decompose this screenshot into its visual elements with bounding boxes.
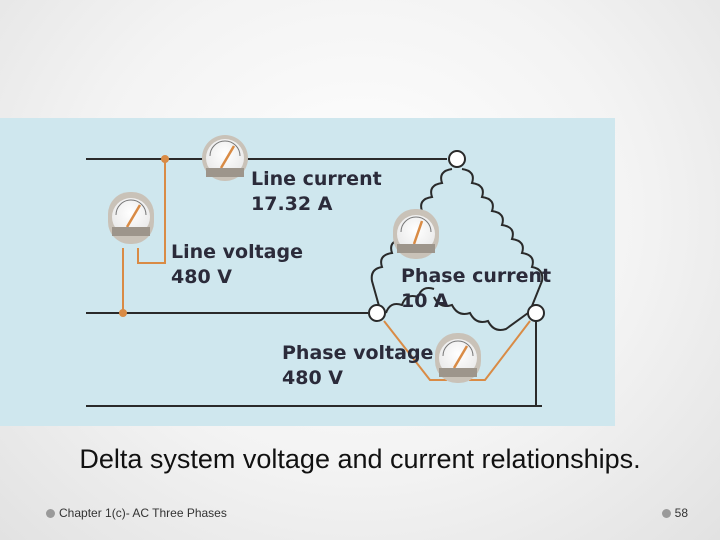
line-current-title: Line current [251, 168, 382, 190]
page-number: 58 [674, 506, 688, 520]
delta-diagram-panel: Line current 17.32 A Line voltage 480 V … [0, 118, 615, 426]
slide-caption: Delta system voltage and current relatio… [79, 444, 641, 474]
phase-voltage-meter [435, 333, 481, 383]
delta-winding-bottom [385, 287, 529, 331]
terminal-top [448, 150, 466, 168]
phase-voltage-value: 480 V [282, 367, 343, 389]
line-voltage-value: 480 V [171, 266, 232, 288]
footer-chapter-label: Chapter 1(c)- AC Three Phases [59, 506, 227, 520]
phase-current-value: 10 A [401, 290, 449, 312]
line-current-meter [202, 135, 248, 181]
bullet-dot-icon [661, 508, 671, 518]
phase-voltage-leads [383, 320, 531, 381]
tap-point-top [161, 155, 169, 163]
phase-current-meter [393, 209, 439, 259]
terminal-right [527, 304, 545, 322]
footer-page: 58 [661, 506, 688, 520]
phase-current-title: Phase current [401, 265, 551, 287]
bullet-dot-icon [46, 508, 55, 518]
line-voltage-meter [108, 192, 154, 244]
footer-chapter: Chapter 1(c)- AC Three Phases [46, 506, 227, 520]
delta-winding-right [461, 168, 544, 307]
line-voltage-title: Line voltage [171, 241, 303, 263]
line-current-value: 17.32 A [251, 193, 333, 215]
line-voltage-leads [122, 159, 166, 313]
tap-point-middle [119, 309, 127, 317]
delta-circuit-diagram: Line current 17.32 A Line voltage 480 V … [86, 135, 551, 407]
phase-voltage-title: Phase voltage [282, 342, 433, 364]
terminal-left [368, 304, 386, 322]
